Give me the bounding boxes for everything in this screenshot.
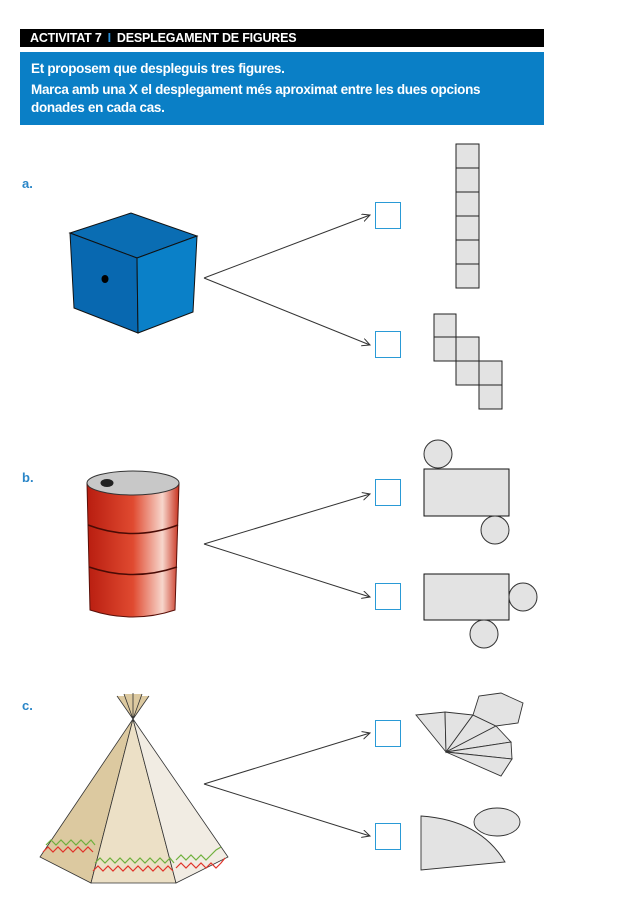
arrows-a xyxy=(203,215,370,345)
net-column-squares xyxy=(455,143,480,289)
net-cylinder-option-2 xyxy=(423,573,538,649)
checkbox-b-option-2[interactable] xyxy=(375,583,401,610)
cube-figure xyxy=(68,212,199,334)
activity-number: ACTIVITAT 7 xyxy=(30,31,102,45)
instruction-line-1: Et proposem que despleguis tres figures. xyxy=(31,61,285,76)
net-cylinder-option-1 xyxy=(423,439,510,545)
title-separator: I xyxy=(107,31,112,45)
checkbox-a-option-1[interactable] xyxy=(375,202,401,229)
exercise-label-a: a. xyxy=(22,176,33,191)
arrows-c xyxy=(203,733,370,836)
net-cone-option-2 xyxy=(420,807,521,871)
net-pyramid-option-1 xyxy=(415,692,524,777)
arrows-b xyxy=(203,494,370,597)
checkbox-c-option-2[interactable] xyxy=(375,823,401,850)
activity-title-bar: ACTIVITAT 7 I DESPLEGAMENT DE FIGURES xyxy=(20,29,544,47)
net-staircase-squares xyxy=(433,313,503,410)
instructions-box: Et proposem que despleguis tres figures.… xyxy=(20,52,544,125)
checkbox-a-option-2[interactable] xyxy=(375,331,401,358)
exercise-label-b: b. xyxy=(22,470,34,485)
barrel-figure xyxy=(86,470,180,618)
tipi-figure xyxy=(39,693,229,884)
exercise-label-c: c. xyxy=(22,698,33,713)
checkbox-c-option-1[interactable] xyxy=(375,720,401,747)
instruction-line-2: Marca amb una X el desplegament més apro… xyxy=(31,82,481,115)
activity-title: DESPLEGAMENT DE FIGURES xyxy=(116,31,297,45)
checkbox-b-option-1[interactable] xyxy=(375,479,401,506)
